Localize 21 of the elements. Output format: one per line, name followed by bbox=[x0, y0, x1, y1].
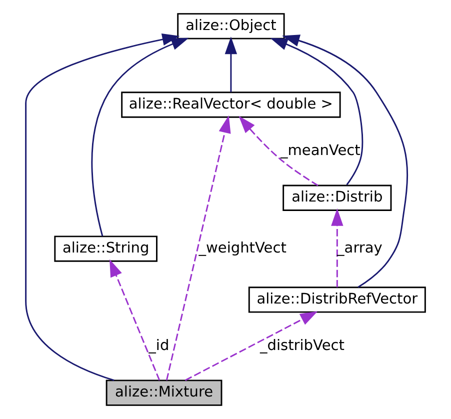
node-box: alize::Mixture bbox=[106, 380, 222, 406]
edge-label: _id bbox=[148, 338, 170, 354]
arrow bbox=[166, 115, 231, 380]
edge-label: _meanVect bbox=[280, 142, 360, 159]
arrow bbox=[25, 33, 180, 382]
node-box: alize::Object bbox=[177, 13, 285, 40]
arrow bbox=[224, 36, 238, 92]
arrow bbox=[91, 38, 189, 236]
edge-label: _array bbox=[337, 240, 382, 256]
node-box: alize::Distrib bbox=[282, 184, 392, 211]
node-box: alize::DistribRefVector bbox=[248, 286, 426, 313]
arrow bbox=[270, 38, 364, 186]
edge-label: _weightVect bbox=[198, 240, 286, 256]
arrow bbox=[184, 311, 318, 381]
arrow bbox=[110, 259, 160, 381]
node-box: alize::RealVector< double > bbox=[121, 92, 341, 118]
arrow bbox=[282, 34, 408, 288]
arrow bbox=[331, 208, 344, 288]
arrow bbox=[238, 116, 318, 186]
node-box: alize::String bbox=[54, 236, 158, 262]
edge-label: _distribVect bbox=[260, 338, 344, 354]
